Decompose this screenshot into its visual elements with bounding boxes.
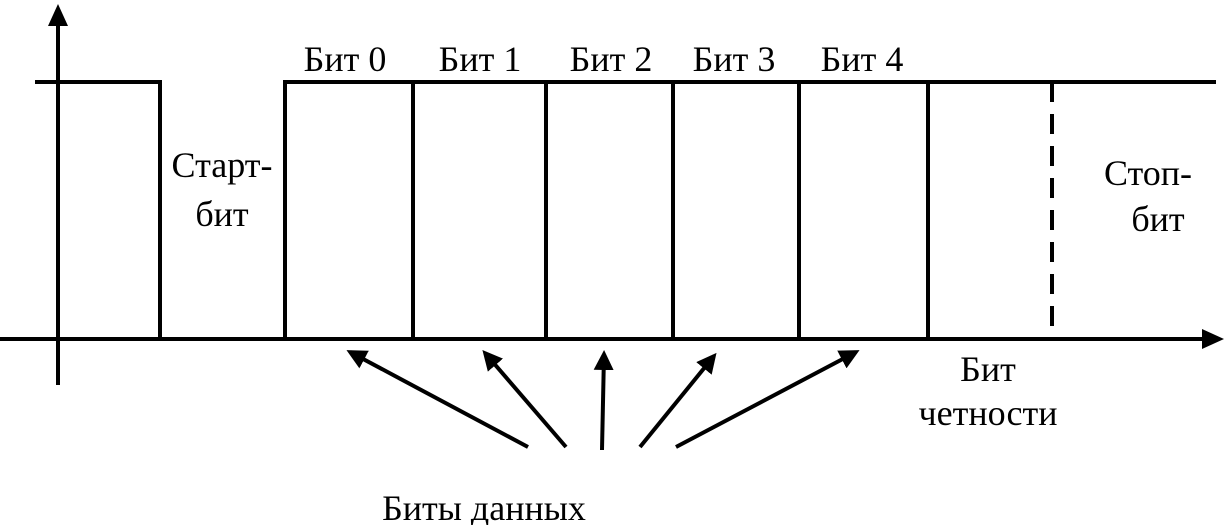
- y-axis-arrowhead: [48, 4, 68, 26]
- start-bit-label-line2: бит: [195, 194, 249, 234]
- bit-label-4: Бит 4: [821, 39, 904, 79]
- arrow-to-bit-0: [346, 350, 529, 449]
- bit-label-3: Бит 3: [693, 39, 776, 79]
- data-bits-caption: Биты данных: [382, 488, 586, 525]
- arrow-to-bit-4: [675, 350, 860, 449]
- parity-bit-label-line1: Бит: [960, 349, 1016, 389]
- arrow-to-bit-3: [638, 352, 717, 449]
- bit-label-1: Бит 1: [439, 39, 522, 79]
- idle-high-level: [35, 80, 162, 339]
- stop-bit-label-line2: бит: [1131, 199, 1185, 239]
- start-bit-label-line1: Старт-: [172, 145, 273, 185]
- stop-bit-label-line1: Стоп-: [1104, 153, 1192, 193]
- arrow-to-bit-2: [593, 350, 614, 451]
- frame-high-level: [283, 80, 1216, 339]
- arrow-to-bit-1: [482, 349, 568, 449]
- bit-label-0: Бит 0: [304, 39, 387, 79]
- x-axis-arrowhead: [1202, 329, 1224, 349]
- bit-label-2: Бит 2: [570, 39, 653, 79]
- parity-bit-label-line2: четности: [919, 393, 1058, 433]
